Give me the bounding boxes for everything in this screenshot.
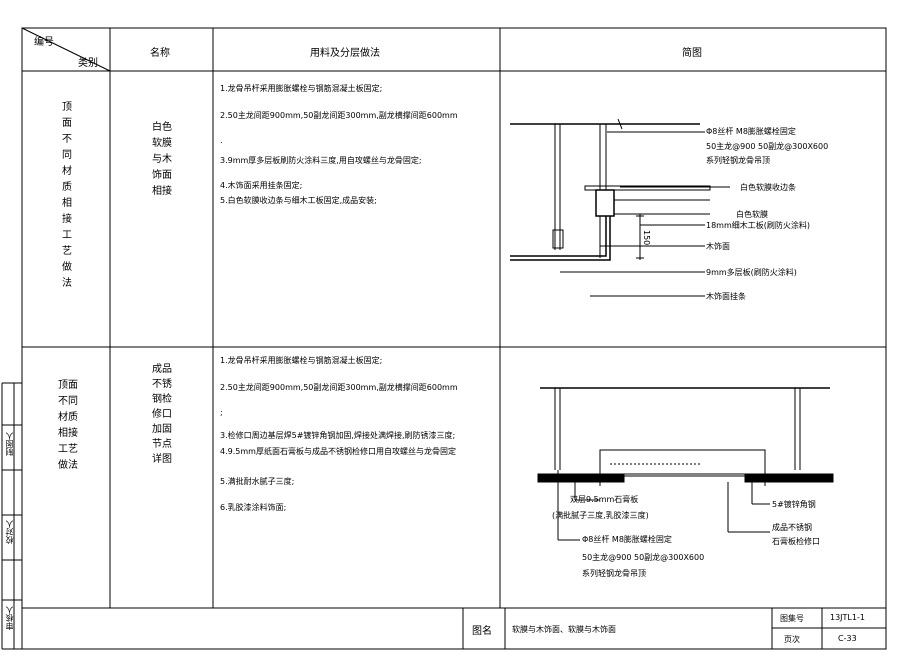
footer-page-label: 页次 [784, 635, 800, 644]
row2-name: 成品不锈钢检修口加固节点详图 [152, 364, 172, 465]
row2-step-2: 2.50主龙间距900mm,50副龙间距300mm,副龙横撑间距600mm [220, 383, 458, 392]
row2-step-2b: ; [220, 408, 223, 417]
d2-label-f: Φ8丝杆 M8膨胀螺栓固定 [582, 535, 672, 544]
d1-label-f: 18mm细木工板(刷防火涂料) [706, 221, 811, 230]
row1-step-4: 4.木饰面采用挂条固定; [220, 181, 303, 190]
side-designer: 制图人 [5, 432, 14, 456]
header-name: 名称 [150, 48, 170, 59]
side-checker: 校对人 [5, 520, 14, 544]
d1-label-a: Φ8丝杆 M8膨胀螺栓固定 [706, 127, 796, 136]
row1-step-3: 3.9mm厚多层板刷防火涂料三度,用自攻螺丝与龙骨固定; [220, 156, 422, 165]
footer-page: C-33 [838, 634, 857, 643]
d1-label-g: 木饰面 [706, 242, 730, 251]
header-diagram: 简图 [682, 48, 702, 59]
d1-label-e: 白色软膜 [736, 210, 768, 219]
header-category: 类别 [78, 58, 98, 69]
d2-label-b: (满批腻子三度,乳胶漆三度) [552, 511, 649, 520]
row1-category: 顶面不同材质相接工艺做法 [62, 102, 74, 289]
footer-num-label: 图集号 [780, 614, 804, 623]
d1-label-b: 50主龙@900 50副龙@300X600 [706, 142, 829, 151]
d1-label-d: 白色软膜收边条 [740, 183, 796, 192]
diagram-2 [537, 387, 834, 541]
footer-num: 13JTL1-1 [830, 613, 865, 622]
d1-label-i: 木饰面挂条 [706, 292, 746, 301]
d2-label-e: 石膏板检修口 [772, 537, 820, 546]
d2-label-c: 5#镀锌角钢 [772, 500, 816, 509]
row1-name: 白色软膜与木饰面相接 [152, 122, 172, 197]
footer-title-label: 图名 [472, 626, 492, 637]
d2-label-a: 双层9.5mm石膏板 [570, 495, 639, 504]
d2-label-g: 50主龙@900 50副龙@300X600 [582, 553, 705, 562]
row2-category: 顶面不同材质相接工艺做法 [58, 380, 78, 471]
row2-step-4: 4.9.5mm厚纸面石膏板与成品不锈钢检修口用自攻螺丝与龙骨固定 [220, 447, 456, 456]
row2-step-3: 3.检修口周边基层焊5#镀锌角钢加固,焊接处满焊接,刷防锈漆三度; [220, 431, 456, 440]
footer-title: 软膜与木饰面、软膜与木饰面 [512, 625, 616, 634]
diagram-1 [510, 118, 730, 297]
d1-label-h: 9mm多层板(刷防火涂料) [706, 268, 797, 277]
row2-step-5: 5.满批耐水腻子三度; [220, 477, 295, 486]
row1-step-2b: . [220, 136, 223, 145]
header-number: 编号 [34, 37, 54, 48]
side-reviewer: 审核人 [5, 606, 14, 630]
row1-step-1: 1.龙骨吊杆采用膨胀螺栓与钢筋混凝土板固定; [220, 84, 383, 93]
d2-label-d: 成品不锈钢 [772, 523, 812, 532]
outer-border [21, 27, 887, 650]
d2-label-h: 系列轻钢龙骨吊顶 [582, 569, 646, 578]
row2-step-1: 1.龙骨吊杆采用膨胀螺栓与钢筋混凝土板固定; [220, 356, 383, 365]
d1-dimension: 150 [642, 230, 651, 246]
header-materials: 用料及分层做法 [310, 48, 380, 59]
row2-step-6: 6.乳胶漆涂料饰面; [220, 503, 287, 512]
d1-label-c: 系列轻钢龙骨吊顶 [706, 156, 770, 165]
row1-step-2: 2.50主龙间距900mm,50副龙间距300mm,副龙横撑间距600mm [220, 111, 458, 120]
row1-step-5: 5.白色软膜收边条与细木工板固定,成品安装; [220, 196, 377, 205]
header-diagonal [21, 27, 111, 72]
